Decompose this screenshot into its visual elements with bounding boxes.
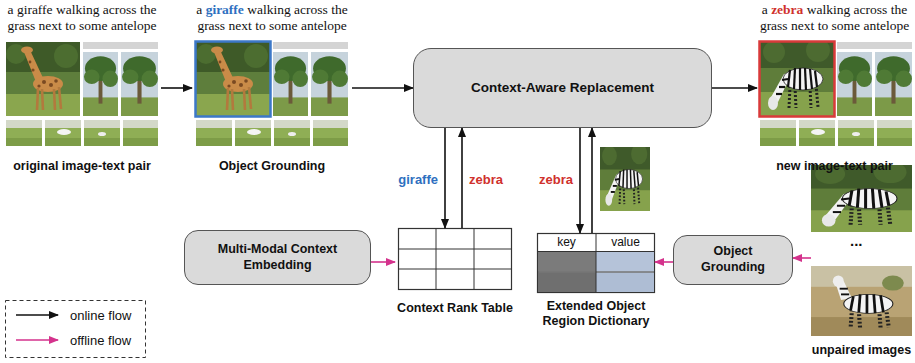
caption-word: across xyxy=(294,2,328,17)
highlighted-word: zebra xyxy=(771,2,803,17)
caption-word: to xyxy=(818,18,829,33)
caption-word: some xyxy=(269,18,298,33)
caption-word: walking xyxy=(247,2,291,17)
legend-entry: online flow xyxy=(14,306,131,324)
online-arrow xyxy=(591,128,593,233)
image-text-pair: a zebra walking across the grass next to… xyxy=(757,2,912,174)
caption-word: the xyxy=(891,2,908,17)
legend-frame xyxy=(6,301,146,358)
caption-word: grass xyxy=(197,18,225,33)
online-arrow xyxy=(161,87,192,89)
box-label: Object Grounding xyxy=(682,244,784,275)
table-cell: key xyxy=(537,233,596,251)
caption-word: a xyxy=(762,2,768,17)
legend-text: offline flow xyxy=(70,333,131,348)
caption-text: a zebra walking across the grass next to… xyxy=(757,2,912,33)
table-cell: value xyxy=(596,233,655,251)
offline-arrow xyxy=(793,257,811,259)
panel-label: original image-text pair xyxy=(13,159,151,174)
store-label: Context Rank Table xyxy=(397,301,513,316)
context-rank-table xyxy=(399,229,512,290)
legend-sample xyxy=(14,334,60,346)
dictionary-store: keyvalueExtended Object Region Dictionar… xyxy=(537,233,655,329)
caption-word: next xyxy=(229,18,252,33)
object-region-dictionary xyxy=(538,234,655,293)
caption-word: antelope xyxy=(301,18,347,33)
grounded-image xyxy=(196,42,349,147)
image-text-pair: a giraffe walking across the grass next … xyxy=(3,2,161,174)
legend-arrow xyxy=(16,314,58,316)
online-arrow xyxy=(712,87,757,89)
legend-entry: offline flow xyxy=(14,331,131,349)
caption-word: the xyxy=(331,2,348,17)
unpaired-image xyxy=(811,266,912,336)
online-arrow xyxy=(461,128,463,228)
panel-label: Object Grounding xyxy=(219,159,325,174)
edge-label: zebra xyxy=(467,172,505,188)
caption-word: some xyxy=(832,18,861,33)
caption-word: walking xyxy=(807,2,851,17)
edge-label: giraffe xyxy=(396,172,440,188)
online-arrow xyxy=(352,87,413,89)
highlighted-word: giraffe xyxy=(206,2,244,17)
caption-word: next xyxy=(791,18,814,33)
collection-label: unpaired images xyxy=(812,343,911,358)
legend-arrow xyxy=(16,339,58,341)
online-arrow xyxy=(444,128,446,228)
panel-label: new image-text pair xyxy=(776,159,893,174)
edge-label: zebra xyxy=(537,172,575,188)
table-store: Context Rank Table xyxy=(395,228,515,320)
process-box: Context-Aware Replacement xyxy=(413,48,712,128)
caption-word: to xyxy=(255,18,266,33)
online-arrow xyxy=(579,128,581,233)
legend-sample xyxy=(14,309,60,321)
image-collection: unpaired images xyxy=(811,165,912,358)
offline-arrow xyxy=(655,261,673,263)
offline-arrow xyxy=(371,261,395,263)
caption-word: a xyxy=(196,2,202,17)
process-box: Multi-Modal Context Embedding xyxy=(184,230,371,285)
caption-word: antelope xyxy=(863,18,909,33)
box-label: Multi-Modal Context Embedding xyxy=(193,242,362,273)
box-label: Context-Aware Replacement xyxy=(471,80,654,97)
caption-text: a giraffe walking across the grass next … xyxy=(3,2,161,33)
image-text-pair: a giraffe walking across the grass next … xyxy=(192,2,352,174)
dictionary-header: keyvalue xyxy=(537,233,655,251)
retrieved-zebra-image xyxy=(600,144,650,211)
new-image xyxy=(760,38,913,146)
note-label: ... xyxy=(850,233,863,249)
caption-text: a giraffe walking across the grass next … xyxy=(192,2,352,33)
store-label: Extended Object Region Dictionary xyxy=(537,299,655,329)
original-image xyxy=(6,42,158,146)
caption-word: across xyxy=(854,2,888,17)
caption-word: grass xyxy=(760,18,788,33)
legend-text: online flow xyxy=(70,308,131,323)
process-box: Object Grounding xyxy=(673,235,793,285)
